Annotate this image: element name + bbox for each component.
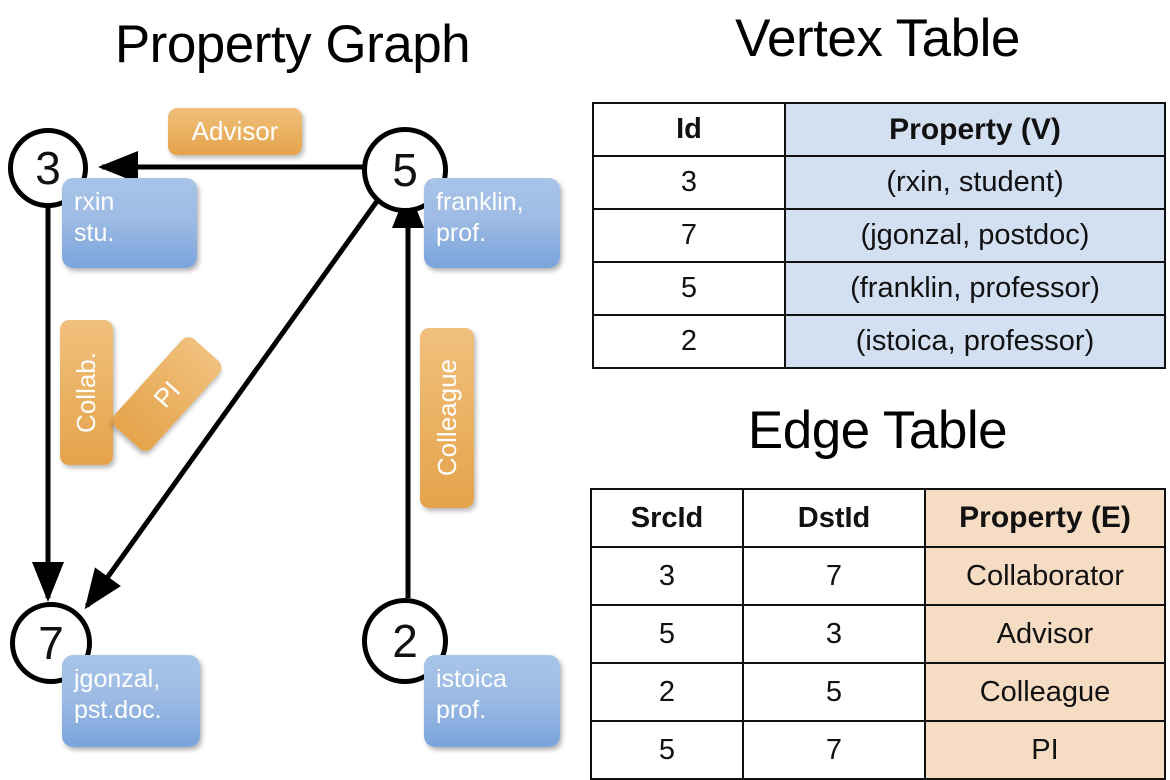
edge-cell-property: Collaborator [924,546,1166,606]
table-row: 5 (franklin, professor) [592,261,1166,316]
edge-table-header-dstid: DstId [742,488,926,548]
vertex-property-3-line2: stu. [74,219,115,248]
vertex-table: Id Property (V) 3 (rxin, student) 7 (jgo… [592,102,1166,369]
vertex-property-7-line1: jgonzal, [74,665,161,693]
edge-cell-dst: 7 [742,546,926,606]
table-row: 2 5 Colleague [590,662,1166,722]
edge-cell-src: 2 [590,662,744,722]
table-row: 5 7 PI [590,720,1166,780]
vertex-cell-id: 5 [592,261,786,316]
graph-node-3[interactable]: 3 [8,128,88,208]
table-row: 5 3 Advisor [590,604,1166,664]
page-title-edge-table: Edge Table [747,401,1008,460]
vertex-property-box-3[interactable]: rxin stu. [62,178,197,268]
page-title-property-graph: Property Graph [114,15,471,74]
vertex-cell-id: 3 [592,155,786,210]
vertex-property-7-line2: pst.doc. [74,696,162,725]
vertex-table-header-property: Property (V) [784,102,1166,157]
slide-canvas: Property Graph Vertex Table Edge Table 3… [0,9,1166,780]
edge-cell-src: 5 [590,604,744,664]
graph-node-7-label: 7 [38,617,64,669]
vertex-cell-id: 7 [592,208,786,263]
edge-label-advisor[interactable]: Advisor [168,108,302,155]
vertex-property-5-line2: prof. [436,219,487,248]
page-title-vertex-table: Vertex Table [735,9,1020,68]
vertex-table-header-id: Id [592,102,786,157]
edge-label-colleague[interactable]: Colleague [420,328,474,508]
vertex-property-box-7[interactable]: jgonzal, pst.doc. [62,655,200,747]
edge-cell-src: 3 [590,546,744,606]
table-row: 3 7 Collaborator [590,546,1166,606]
property-graph-diagram: 3 5 7 2 rxin stu. franklin, prof. jgonza… [0,90,585,760]
table-row: 7 (jgonzal, postdoc) [592,208,1166,263]
edge-cell-src: 5 [590,720,744,780]
vertex-table-header-row: Id Property (V) [592,102,1166,157]
vertex-cell-property: (jgonzal, postdoc) [784,208,1166,263]
table-row: 3 (rxin, student) [592,155,1166,210]
vertex-property-box-5[interactable]: franklin, prof. [424,178,560,268]
vertex-property-3-line1: rxin [74,188,115,216]
edge-cell-dst: 7 [742,720,926,780]
vertex-cell-property: (rxin, student) [784,155,1166,210]
edge-cell-property: Colleague [924,662,1166,722]
vertex-property-box-2[interactable]: istoica prof. [424,655,560,747]
edge-label-collab-text: Collab. [71,352,101,433]
graph-node-2-label: 2 [392,615,418,667]
edge-table-header-row: SrcId DstId Property (E) [590,488,1166,548]
edge-arrow-pi [84,188,388,610]
edge-cell-property: Advisor [924,604,1166,664]
edge-cell-dst: 3 [742,604,926,664]
graph-node-3-label: 3 [35,142,61,194]
edge-table: SrcId DstId Property (E) 3 7 Collaborato… [590,488,1166,780]
edge-cell-property: PI [924,720,1166,780]
edge-label-advisor-text: Advisor [191,116,279,146]
vertex-cell-property: (istoica, professor) [784,314,1166,369]
edge-label-collab[interactable]: Collab. [60,320,113,465]
edge-label-colleague-text: Colleague [431,359,462,477]
table-row: 2 (istoica, professor) [592,314,1166,369]
edge-table-header-property: Property (E) [924,488,1166,548]
vertex-property-5-line1: franklin, [436,188,524,216]
vertex-property-2-line1: istoica [436,665,507,693]
vertex-cell-property: (franklin, professor) [784,261,1166,316]
graph-edge-arrows [32,151,424,610]
edge-cell-dst: 5 [742,662,926,722]
vertex-cell-id: 2 [592,314,786,369]
graph-node-5-label: 5 [392,144,418,196]
edge-label-pi-text: PI [147,374,187,413]
edge-table-header-srcid: SrcId [590,488,744,548]
vertex-property-2-line2: prof. [436,696,487,725]
